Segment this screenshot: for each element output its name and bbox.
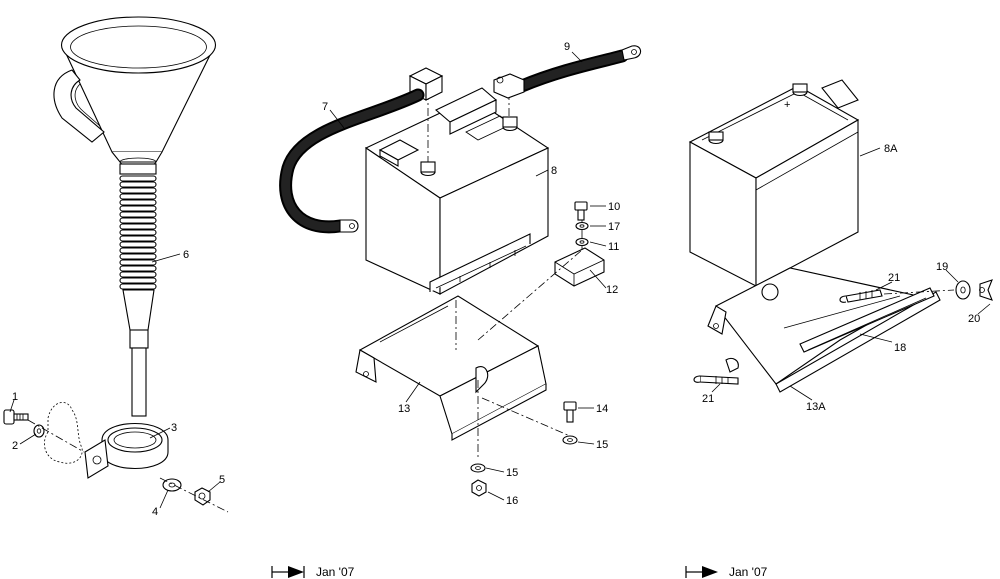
battery-8 bbox=[364, 87, 550, 295]
spout-rib bbox=[119, 181, 157, 188]
tray-13 bbox=[355, 295, 547, 441]
spout-rib bbox=[119, 277, 157, 284]
tray-13a bbox=[707, 267, 941, 393]
funnel bbox=[53, 16, 217, 167]
screw-10 bbox=[574, 201, 588, 221]
battery-8a: + bbox=[688, 79, 860, 287]
callout-10: 10 bbox=[608, 201, 620, 213]
j-bolt-21-lower bbox=[693, 375, 739, 385]
flexible-spout bbox=[119, 163, 157, 417]
cable-7 bbox=[279, 88, 425, 234]
callout-16: 16 bbox=[506, 495, 518, 507]
spout-rib bbox=[119, 223, 157, 230]
revision-arrow-left-icon bbox=[271, 566, 305, 578]
nut-5 bbox=[194, 487, 211, 506]
spout-rib bbox=[119, 229, 157, 236]
plus-symbol: + bbox=[784, 99, 790, 111]
callout-15-lower: 15 bbox=[506, 467, 518, 479]
callout-8: 8 bbox=[551, 165, 557, 177]
callout-21-upper: 21 bbox=[888, 272, 900, 284]
revision-arrow-right-icon bbox=[685, 566, 718, 578]
spout-rib bbox=[119, 187, 157, 194]
callout-14: 14 bbox=[596, 403, 608, 415]
callout-8a: 8A bbox=[884, 143, 898, 155]
bracket-12 bbox=[554, 247, 605, 287]
spout-rib bbox=[119, 259, 157, 266]
j-bolt-21-upper bbox=[839, 289, 883, 303]
callout-19: 19 bbox=[936, 261, 948, 273]
callout-12: 12 bbox=[606, 284, 618, 296]
centerline-nut bbox=[159, 477, 229, 513]
screw-14 bbox=[563, 401, 577, 423]
centerline-screw bbox=[27, 419, 85, 453]
callout-2: 2 bbox=[12, 440, 18, 452]
callout-3: 3 bbox=[171, 422, 177, 434]
washer-17 bbox=[575, 221, 589, 231]
centerline-bracket bbox=[477, 249, 583, 341]
screw-1 bbox=[3, 409, 29, 425]
centerline-j-bolt bbox=[883, 289, 955, 295]
revision-date-right: Jan '07 bbox=[729, 565, 768, 579]
spout-rib bbox=[119, 193, 157, 200]
spout-rib bbox=[119, 265, 157, 272]
spout-rib bbox=[119, 199, 157, 206]
terminal-cover bbox=[408, 67, 444, 101]
callout-7: 7 bbox=[322, 101, 328, 113]
washer-11 bbox=[575, 237, 589, 247]
mounting-clamp bbox=[84, 423, 169, 479]
nut-16 bbox=[471, 479, 487, 497]
callout-9: 9 bbox=[564, 41, 570, 53]
spout-rib bbox=[119, 205, 157, 212]
washer-15a bbox=[562, 435, 578, 445]
spout-rib bbox=[119, 217, 157, 224]
callout-6: 6 bbox=[183, 249, 189, 261]
callout-20: 20 bbox=[968, 313, 980, 325]
spout-rib bbox=[119, 175, 157, 182]
washer-4 bbox=[162, 478, 182, 492]
spout-rib bbox=[119, 283, 157, 290]
washer-19 bbox=[955, 280, 971, 300]
callout-1: 1 bbox=[12, 391, 18, 403]
callout-11: 11 bbox=[608, 241, 619, 253]
spout-rib bbox=[119, 271, 157, 278]
callout-15-right: 15 bbox=[596, 439, 608, 451]
cable-9 bbox=[493, 45, 642, 99]
leader-lines bbox=[9, 51, 991, 509]
spout-rib bbox=[119, 247, 157, 254]
callout-21-lower: 21 bbox=[702, 393, 714, 405]
callout-4: 4 bbox=[152, 506, 158, 518]
callout-5: 5 bbox=[219, 474, 225, 486]
callout-17: 17 bbox=[608, 221, 620, 233]
callout-18: 18 bbox=[894, 342, 906, 354]
mounting-surface-phantom bbox=[44, 402, 83, 464]
spout-rib bbox=[119, 211, 157, 218]
holddown-rail-18 bbox=[799, 287, 935, 353]
revision-date-left: Jan '07 bbox=[316, 565, 355, 579]
wing-nut-20 bbox=[979, 279, 993, 301]
spout-rib bbox=[119, 253, 157, 260]
spout-rib bbox=[119, 235, 157, 242]
callout-13: 13 bbox=[398, 403, 410, 415]
spout-rib bbox=[119, 241, 157, 248]
callout-13a: 13A bbox=[806, 401, 826, 413]
washer-15b bbox=[470, 463, 486, 473]
washer-2 bbox=[33, 424, 45, 438]
